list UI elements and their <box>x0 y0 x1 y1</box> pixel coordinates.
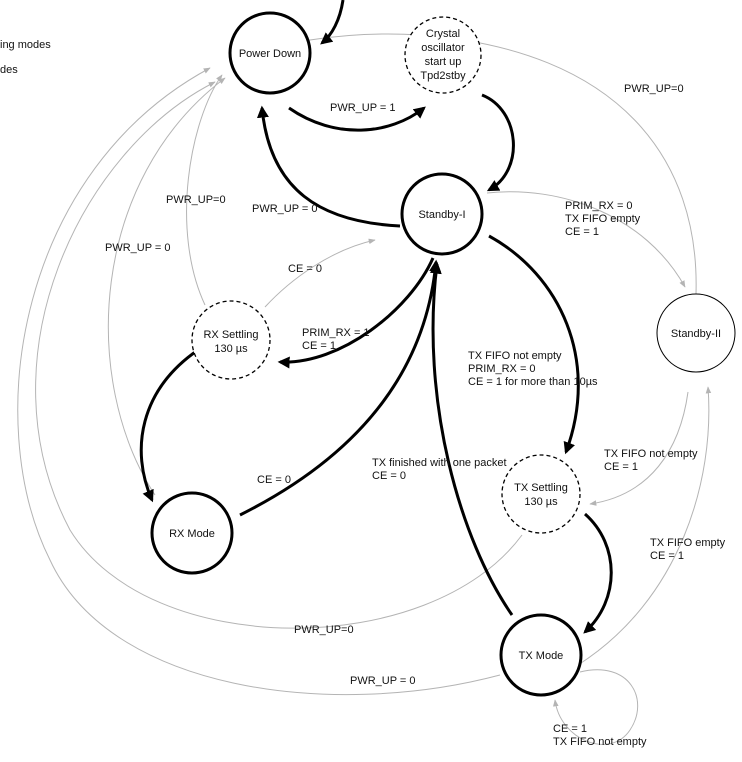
arrow-standby1-to-standby2 <box>486 191 686 288</box>
label-line: CE = 1 <box>650 550 684 562</box>
state-crystal-oscillator: Crystal oscillator start up Tpd2stby <box>404 16 482 94</box>
state-label: RX Mode <box>169 528 215 540</box>
arrow-tx-mode-to-standby1 <box>429 261 514 616</box>
arrow-standby1-to-tx-settling <box>488 234 580 455</box>
state-label-line: TX Settling <box>514 482 568 494</box>
arrow-incoming-to-power-down <box>320 0 345 45</box>
arrow-tx-mode-to-power-down <box>17 67 501 696</box>
state-tx-settling: TX Settling 130 µs <box>501 454 581 534</box>
label-pwr-up-0-standby1: PWR_UP = 0 <box>252 203 318 215</box>
arrow-tx-settling-to-power-down <box>35 81 523 629</box>
state-power-down: Power Down <box>228 11 312 95</box>
label-line: TX finished with one packet <box>372 457 507 469</box>
state-label: Standby-I <box>418 209 465 221</box>
arrow-power-down-to-crystal <box>288 106 426 132</box>
state-label: Power Down <box>239 48 301 60</box>
state-label-line: 130 µs <box>524 496 558 508</box>
label-line: PRIM_RX = 0 <box>565 200 633 212</box>
state-rx-settling: RX Settling 130 µs <box>191 300 271 380</box>
label-pwr-up-0-rx-mode: PWR_UP = 0 <box>105 242 171 254</box>
state-label: TX Mode <box>519 650 564 662</box>
arrow-standby2-to-tx-settling <box>589 391 689 506</box>
arrow-rx-settling-to-power-down <box>186 74 223 306</box>
label-line: CE = 1 <box>604 461 638 473</box>
state-standby-1: Standby-I <box>400 172 484 256</box>
state-label-line: Tpd2stby <box>420 70 466 82</box>
state-rx-mode: RX Mode <box>150 491 234 575</box>
arrow-tx-settling-to-tx-mode <box>583 512 613 634</box>
label-standby1-to-tx-settling: TX FIFO not empty PRIM_RX = 0 CE = 1 for… <box>468 350 598 388</box>
label-line: CE = 1 <box>553 723 587 735</box>
label-standby1-to-standby2: PRIM_RX = 0 TX FIFO empty CE = 1 <box>565 200 643 238</box>
label-line: TX FIFO empty <box>650 537 726 549</box>
state-label-line: start up <box>425 56 462 68</box>
label-ce0-rx-settling: CE = 0 <box>288 263 322 275</box>
label-line: TX FIFO not empty <box>553 736 647 748</box>
label-line: TX FIFO empty <box>565 213 641 225</box>
label-line: PRIM_RX = 1 <box>302 327 370 339</box>
state-label-line: Crystal <box>426 28 460 40</box>
label-pwr-up-0-tx-mode: PWR_UP = 0 <box>350 675 416 687</box>
legend-line-2: des <box>0 64 18 76</box>
arrow-standby1-to-rx-settling <box>277 257 435 369</box>
arrow-rx-settling-to-standby1 <box>264 238 376 308</box>
label-standby2-to-tx-settling: TX FIFO not empty CE = 1 <box>604 448 701 473</box>
thick-transitions <box>139 0 613 634</box>
arrow-standby1-to-power-down <box>256 105 401 228</box>
label-line: CE = 0 <box>372 470 406 482</box>
label-tx-mode-to-standby2: TX FIFO empty CE = 1 <box>650 537 728 562</box>
arrow-tx-mode-self-loop <box>553 669 639 745</box>
arrow-tx-mode-to-standby2 <box>577 386 712 666</box>
arrow-crystal-to-standby1 <box>481 93 515 192</box>
label-line: CE = 1 <box>302 340 336 352</box>
label-line: TX FIFO not empty <box>604 448 698 460</box>
label-tx-mode-self-loop: CE = 1 TX FIFO not empty <box>553 723 647 748</box>
label-line: CE = 1 <box>565 226 599 238</box>
label-tx-finished: TX finished with one packet CE = 0 <box>372 457 510 482</box>
label-pwr-up-0-rx-settling: PWR_UP=0 <box>166 194 226 206</box>
state-label-line: RX Settling <box>203 329 258 341</box>
legend-line-1: ing modes <box>0 39 51 51</box>
label-line: CE = 1 for more than 10µs <box>468 376 598 388</box>
state-label-line: 130 µs <box>214 343 248 355</box>
label-pwr-up-1: PWR_UP = 1 <box>330 102 396 114</box>
label-pwr-up-0-tx-settling: PWR_UP=0 <box>294 624 354 636</box>
label-pwr-up-0-standby2: PWR_UP=0 <box>624 83 684 95</box>
arrow-rx-mode-to-power-down <box>107 77 226 496</box>
label-line: PRIM_RX = 0 <box>468 363 536 375</box>
label-prim-rx-1: PRIM_RX = 1 CE = 1 <box>302 327 373 352</box>
state-label: Standby-II <box>671 328 721 340</box>
arrow-rx-settling-to-rx-mode <box>139 348 199 503</box>
arrow-rx-mode-to-standby1 <box>239 259 442 517</box>
label-line: TX FIFO not empty <box>468 350 562 362</box>
thin-transitions <box>17 33 712 745</box>
state-tx-mode: TX Mode <box>499 613 583 697</box>
label-ce0-rx-mode: CE = 0 <box>257 474 291 486</box>
state-standby-2: Standby-II <box>656 293 736 373</box>
state-label-line: oscillator <box>421 42 465 54</box>
